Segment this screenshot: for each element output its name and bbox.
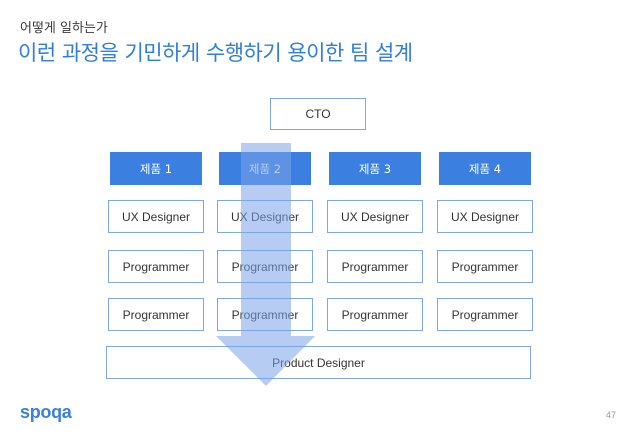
ux-designer-label-3: UX Designer xyxy=(340,209,410,224)
cto-label: CTO xyxy=(305,107,331,121)
product-header-3: 제품 3 xyxy=(329,152,421,185)
programmer-label-2b: Programmer xyxy=(231,307,299,322)
programmer-label-3a: Programmer xyxy=(341,259,409,274)
ux-designer-box-1: UX Designer xyxy=(108,200,204,233)
programmer-label-3b: Programmer xyxy=(341,307,409,322)
ux-designer-label-4: UX Designer xyxy=(450,209,520,224)
product-designer-label: Product Designer xyxy=(272,355,365,370)
product-label-2: 제품 2 xyxy=(248,161,282,176)
programmer-box-2b: Programmer xyxy=(217,298,313,331)
product-label-4: 제품 4 xyxy=(468,161,502,176)
page-number: 47 xyxy=(605,410,616,420)
ux-designer-label-1: UX Designer xyxy=(121,209,191,224)
product-label-1: 제품 1 xyxy=(139,161,173,176)
programmer-box-1b: Programmer xyxy=(108,298,204,331)
ux-designer-box-4: UX Designer xyxy=(437,200,533,233)
slide-title: 이런 과정을 기민하게 수행하기 용이한 팀 설계 xyxy=(18,41,413,65)
programmer-box-3a: Programmer xyxy=(327,250,423,283)
slide-subtitle: 어떻게 일하는가 xyxy=(20,21,108,36)
ux-designer-box-2: UX Designer xyxy=(217,200,313,233)
programmer-label-2a: Programmer xyxy=(231,259,299,274)
product-designer-box: Product Designer xyxy=(106,346,531,379)
ux-designer-box-3: UX Designer xyxy=(327,200,423,233)
product-label-3: 제품 3 xyxy=(358,161,392,176)
product-header-2: 제품 2 xyxy=(219,152,311,185)
programmer-label-4a: Programmer xyxy=(451,259,519,274)
programmer-box-2a: Programmer xyxy=(217,250,313,283)
programmer-label-4b: Programmer xyxy=(451,307,519,322)
product-header-1: 제품 1 xyxy=(110,152,202,185)
cto-box: CTO xyxy=(270,98,366,130)
programmer-label-1a: Programmer xyxy=(122,259,190,274)
programmer-label-1b: Programmer xyxy=(122,307,190,322)
spoqa-logo: spoqa xyxy=(20,402,72,422)
programmer-box-4a: Programmer xyxy=(437,250,533,283)
programmer-box-3b: Programmer xyxy=(327,298,423,331)
product-header-4: 제품 4 xyxy=(439,152,531,185)
programmer-box-4b: Programmer xyxy=(437,298,533,331)
ux-designer-label-2: UX Designer xyxy=(230,209,300,224)
programmer-box-1a: Programmer xyxy=(108,250,204,283)
